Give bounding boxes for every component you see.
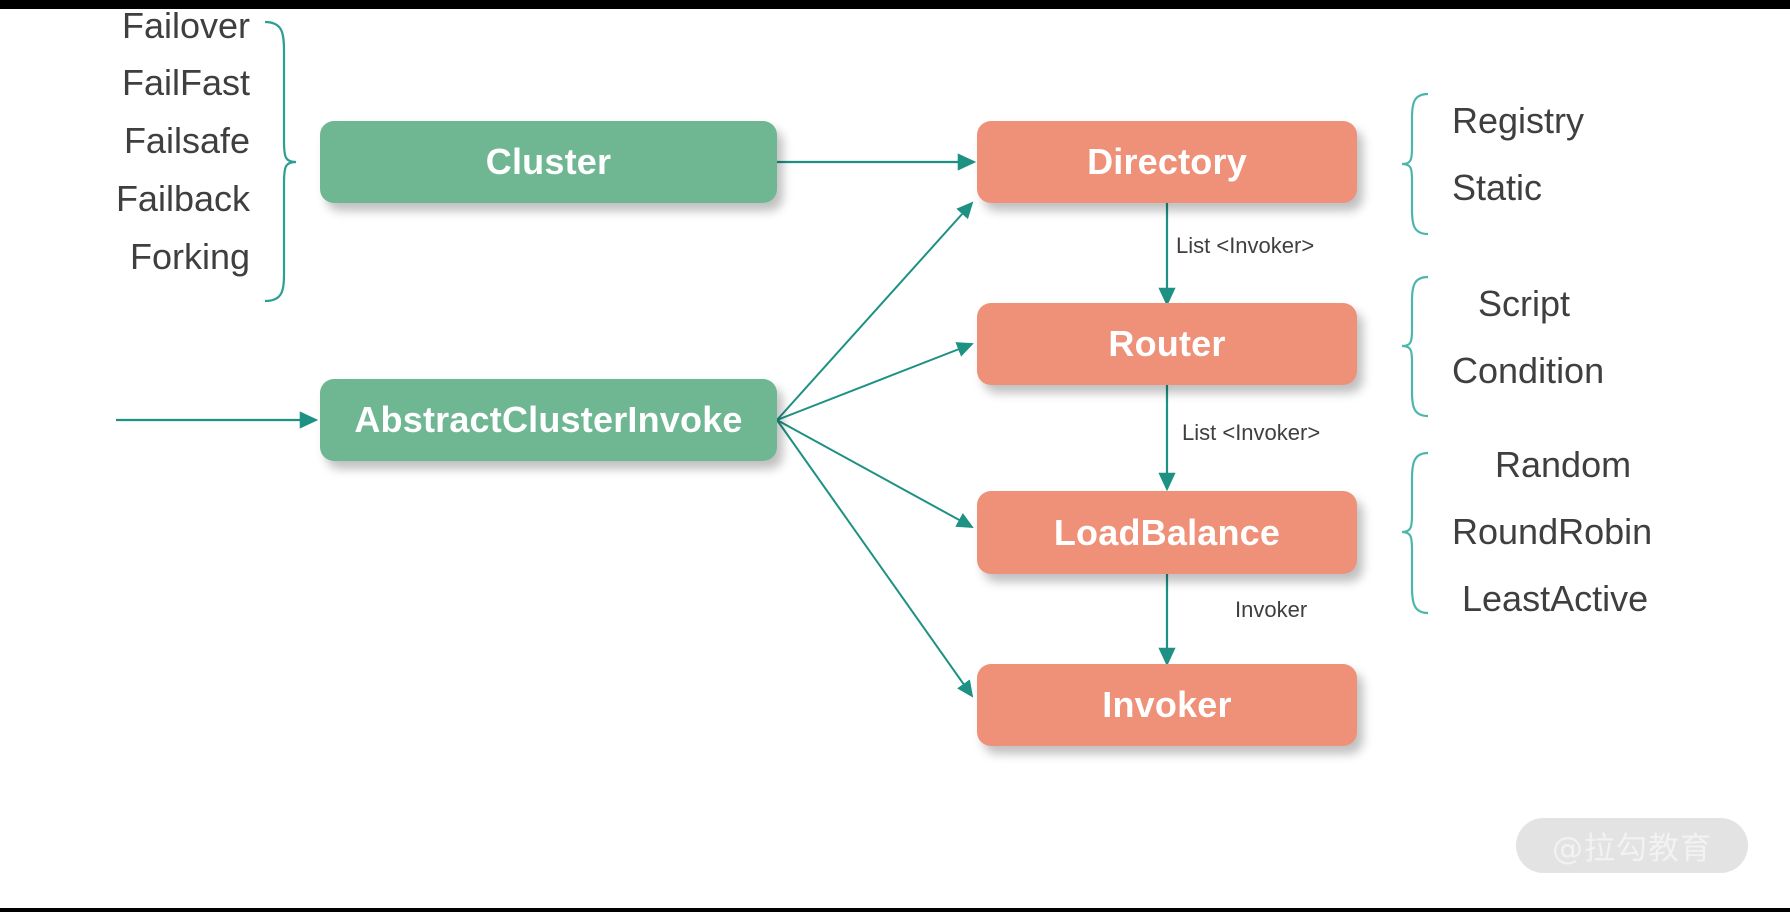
cluster-strategy-failsafe: Failsafe (123, 120, 250, 161)
watermark-badge: @拉勾教育 (1516, 818, 1748, 873)
router-impl-script: Script (1478, 283, 1571, 324)
right-brace-loadbalance-impls (1401, 451, 1429, 615)
edge-aci-to-invoker (776, 419, 974, 698)
right-brace-router-impls (1401, 275, 1429, 418)
edge-aci-to-directory (776, 201, 974, 421)
loadbalance-impl-leastactive: LeastActive (1462, 578, 1649, 619)
node-directory[interactable]: Directory (977, 121, 1357, 203)
edge-aci-to-router (776, 342, 974, 421)
node-abstract-cluster-invoke[interactable]: AbstractClusterInvoke (320, 379, 777, 461)
node-cluster[interactable]: Cluster (320, 121, 777, 203)
cluster-strategy-failback: Failback (115, 178, 250, 219)
node-loadbalance[interactable]: LoadBalance (977, 491, 1357, 574)
cluster-strategy-failfast: FailFast (121, 62, 250, 103)
node-invoker[interactable]: Invoker (977, 664, 1357, 746)
top-letterbox-bar (0, 0, 1790, 9)
right-brace-directory-impls (1401, 92, 1429, 236)
directory-impl-registry: Registry (1452, 100, 1585, 141)
router-impl-condition: Condition (1452, 350, 1605, 391)
left-brace-cluster-strategies (264, 20, 297, 303)
node-router[interactable]: Router (977, 303, 1357, 385)
directory-impl-static: Static (1452, 167, 1543, 208)
cluster-strategy-forking: Forking (129, 236, 250, 277)
edge-label-router-to-loadbalance: List <Invoker> (1182, 420, 1321, 445)
edge-aci-to-loadbalance (776, 419, 974, 528)
loadbalance-impl-roundrobin: RoundRobin (1452, 511, 1653, 552)
bottom-letterbox-bar (0, 908, 1790, 912)
loadbalance-impl-random: Random (1495, 444, 1632, 485)
edge-label-directory-to-router: List <Invoker> (1176, 233, 1315, 258)
cluster-strategy-failover: Failover (121, 5, 250, 46)
edge-label-loadbalance-to-invoker: Invoker (1235, 597, 1308, 622)
